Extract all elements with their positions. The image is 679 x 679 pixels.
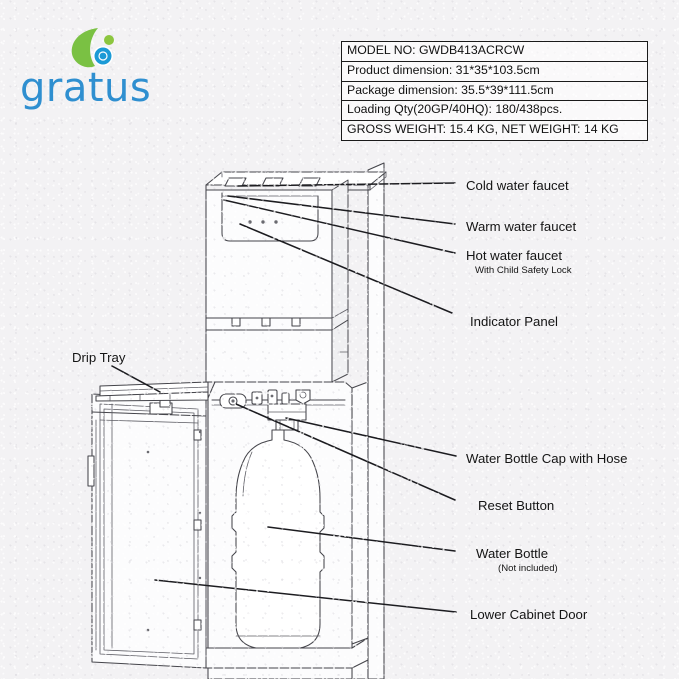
spec-package-dimension: Package dimension: 35.5*39*111.5cm <box>341 80 648 102</box>
table-row: MODEL NO: GWDB413ACRCW <box>341 41 648 62</box>
spec-weights: GROSS WEIGHT: 15.4 KG, NET WEIGHT: 14 KG <box>341 120 648 141</box>
callout-hot-water-faucet-note: With Child Safety Lock <box>475 264 572 276</box>
brand-name: gratus <box>20 65 152 111</box>
callout-lower-cabinet-door: Lower Cabinet Door <box>470 607 588 622</box>
callout-hot-water-faucet: Hot water faucet With Child Safety Lock <box>466 248 572 276</box>
callout-water-bottle-note: (Not included) <box>498 562 558 574</box>
callout-water-bottle: Water Bottle (Not included) <box>476 546 558 574</box>
callout-drip-tray: Drip Tray <box>72 350 126 365</box>
spec-loading-qty: Loading Qty(20GP/40HQ): 180/438pcs. <box>341 100 648 122</box>
leaf-logo-icon <box>71 28 114 68</box>
table-row: Package dimension: 35.5*39*111.5cm <box>341 80 648 102</box>
callout-water-bottle-title: Water Bottle <box>476 546 549 561</box>
callout-reset-button: Reset Button <box>478 498 555 513</box>
callout-water-bottle-cap: Water Bottle Cap with Hose <box>466 451 628 466</box>
spec-product-dimension: Product dimension: 31*35*103.5cm <box>341 60 648 82</box>
table-row: GROSS WEIGHT: 15.4 KG, NET WEIGHT: 14 KG <box>341 120 648 141</box>
table-row: Loading Qty(20GP/40HQ): 180/438pcs. <box>341 100 648 122</box>
callout-hot-water-faucet-title: Hot water faucet <box>466 248 563 263</box>
callout-indicator-panel: Indicator Panel <box>470 314 558 329</box>
spec-model-no: MODEL NO: GWDB413ACRCW <box>341 41 648 62</box>
table-row: Product dimension: 31*35*103.5cm <box>341 60 648 82</box>
callout-cold-water-faucet: Cold water faucet <box>466 178 569 193</box>
callout-warm-water-faucet: Warm water faucet <box>466 219 577 234</box>
brand-logo: gratus <box>18 26 168 112</box>
specification-table: MODEL NO: GWDB413ACRCW Product dimension… <box>341 41 648 141</box>
